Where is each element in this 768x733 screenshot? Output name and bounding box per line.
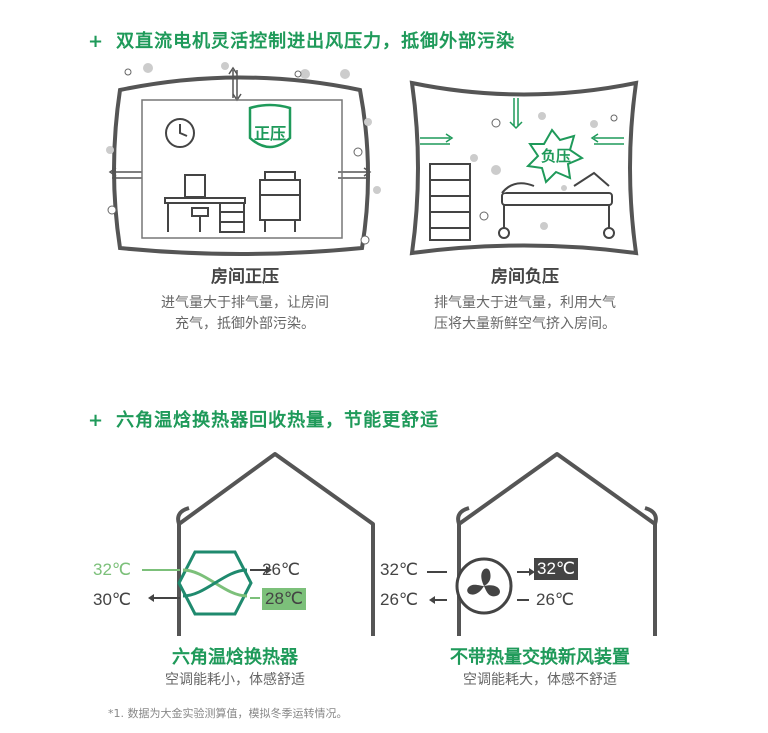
footnote: *1. 数据为大金实验测算值，模拟冬季运转情况。 [108,707,348,720]
airflow-arrows [420,98,624,145]
cabinet-icon [429,163,471,241]
house-left [176,452,375,636]
section1-title: +双直流电机灵活控制进出风压力，抵御外部污染 [88,31,516,52]
negative-title: 房间负压 [491,267,559,287]
temp-out-right-2: 32℃ [534,558,579,580]
negative-caption: 房间负压 排气量大于进气量，利用大气 压将大量新鲜空气挤入房间。 [395,262,655,335]
shield-icon [248,103,292,149]
positive-desc-2: 充气，抵御外部污染。 [175,316,315,332]
hex-exchanger-icon [177,550,253,616]
temp-in-right-2: 26℃ [536,590,575,609]
particles [470,112,618,230]
negative-badge: 负压 [540,147,571,165]
positive-badge: 正压 [253,124,286,143]
fan-icon [455,557,513,615]
house-right [456,452,658,636]
temp-out-left-2: 26℃ [380,590,419,609]
positive-caption: 房间正压 进气量大于排气量，让房间 充气，抵御外部污染。 [115,262,375,335]
negative-desc-1: 排气量大于进气量，利用大气 [434,295,616,311]
plus-icon: + [88,410,105,431]
star-badge-icon [525,128,585,184]
right-house-title: 不带热量交换新风装置 [450,647,630,668]
temp-out-right: 28℃ [262,588,307,610]
positive-pressure-room [106,62,381,256]
left-house-desc: 空调能耗小，体感舒适 [165,672,305,688]
positive-title: 房间正压 [211,267,279,287]
bed-icon [498,171,615,239]
temp-in-left-2: 32℃ [380,560,419,579]
temp-in-right: 26℃ [262,560,301,579]
particles [106,62,381,245]
airflow-arrows-right [427,568,535,604]
plus-icon: + [88,31,105,52]
temp-out-left: 30℃ [93,590,132,609]
negative-desc-2: 压将大量新鲜空气挤入房间。 [434,316,616,332]
temp-in-left: 32℃ [93,560,132,579]
positive-desc-1: 进气量大于排气量，让房间 [161,295,329,311]
right-house-desc: 空调能耗大，体感不舒适 [463,672,617,688]
negative-pressure-room [409,80,639,256]
left-house-title: 六角温焓换热器 [172,647,298,668]
airflow-arrows-left [142,566,272,602]
section2-title: +六角温焓换热器回收热量，节能更舒适 [88,410,440,431]
desk-icon [164,171,301,233]
